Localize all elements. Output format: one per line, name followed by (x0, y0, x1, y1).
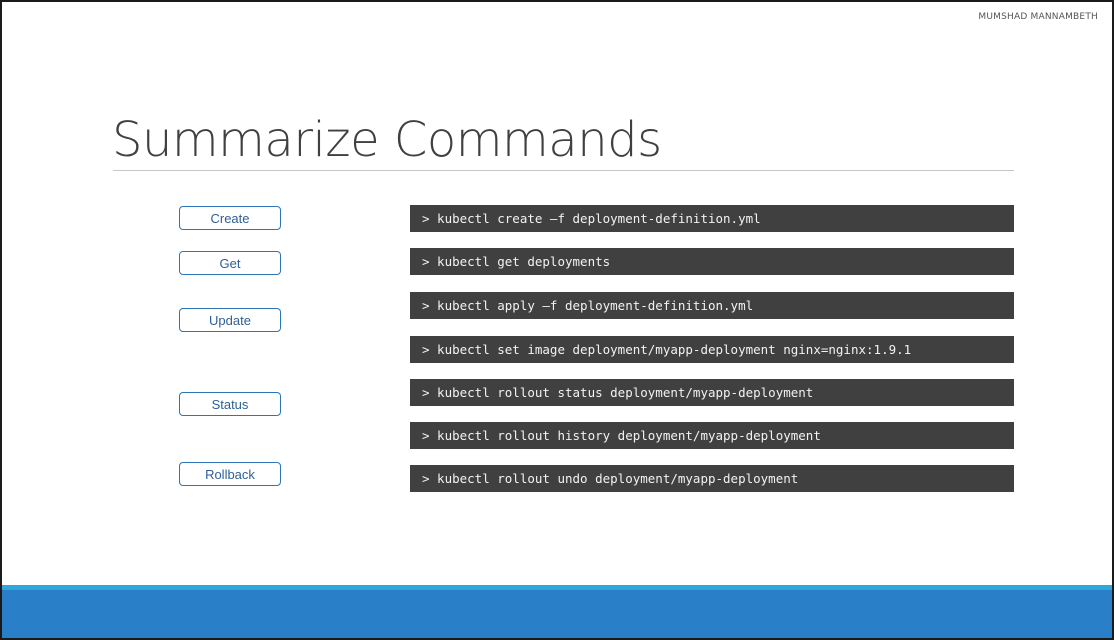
command-get: > kubectl get deployments (410, 248, 1014, 275)
command-rollout-history: > kubectl rollout history deployment/mya… (410, 422, 1014, 449)
footer-accent-stripe (2, 585, 1112, 590)
author-name: MUMSHAD MANNAMBETH (978, 12, 1098, 22)
label-get: Get (179, 251, 281, 275)
command-rollout-undo: > kubectl rollout undo deployment/myapp-… (410, 465, 1014, 492)
label-create: Create (179, 206, 281, 230)
title-divider (113, 170, 1014, 171)
label-rollback: Rollback (179, 462, 281, 486)
label-status: Status (179, 392, 281, 416)
label-update: Update (179, 308, 281, 332)
command-rollout-status: > kubectl rollout status deployment/myap… (410, 379, 1014, 406)
slide-title: Summarize Commands (112, 112, 662, 168)
command-apply: > kubectl apply –f deployment-definition… (410, 292, 1014, 319)
footer-bar (2, 590, 1112, 638)
command-set-image: > kubectl set image deployment/myapp-dep… (410, 336, 1014, 363)
command-create: > kubectl create –f deployment-definitio… (410, 205, 1014, 232)
